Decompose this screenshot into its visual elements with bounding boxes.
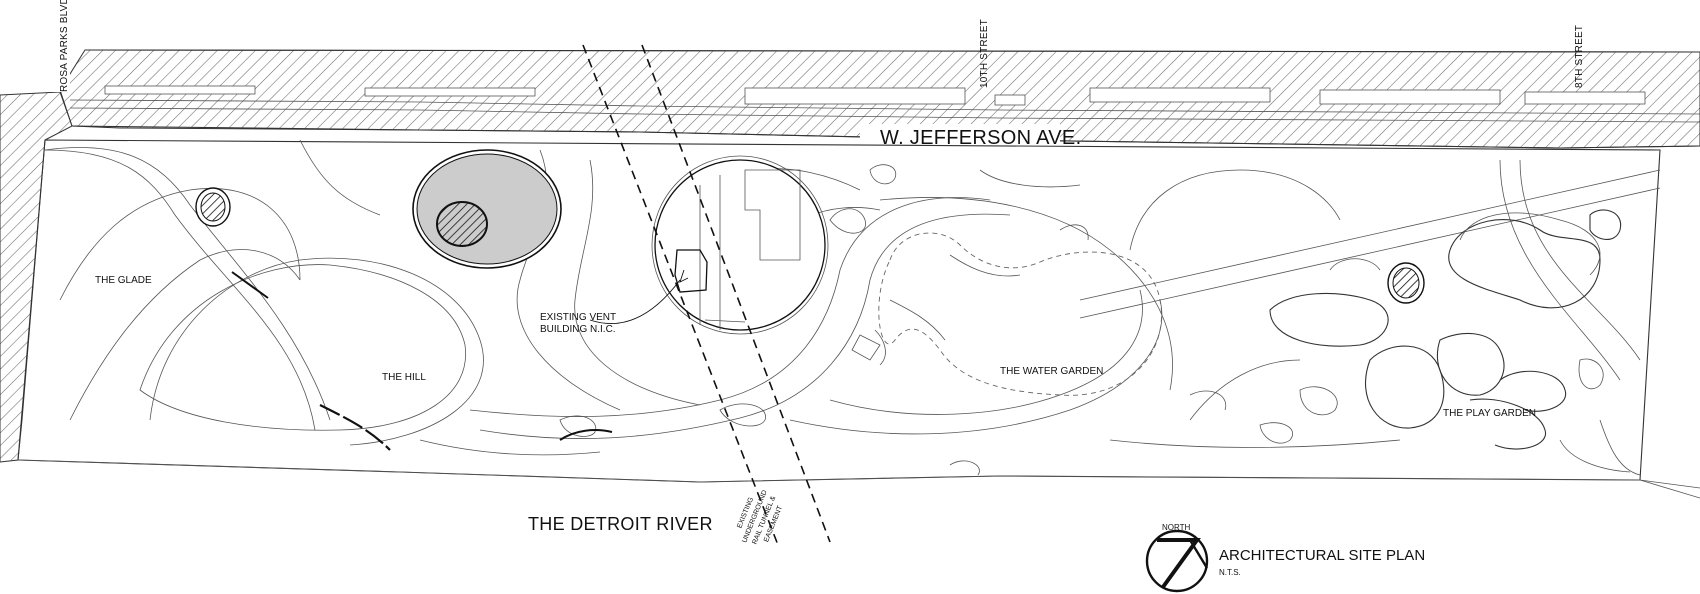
river-label: THE DETROIT RIVER — [528, 514, 713, 534]
jefferson-streetscape-hatch — [59, 49, 1700, 150]
area-label-glade: THE GLADE — [95, 275, 152, 286]
street-label-jefferson: W. JEFFERSON AVE. — [880, 127, 1081, 149]
area-label-water-garden: THE WATER GARDEN — [1000, 366, 1103, 377]
landscape-details — [559, 164, 1293, 476]
area-label-hill: THE HILL — [382, 372, 426, 383]
rail-tunnel-easement — [582, 44, 831, 546]
tunnel-note: EXISTING UNDERGROUND RAIL TUNNEL & EASEM… — [736, 489, 784, 545]
area-label-play-garden: THE PLAY GARDEN — [1443, 408, 1536, 419]
park-boundary — [17, 139, 1700, 499]
vent-note-line1: EXISTING VENT — [540, 312, 616, 323]
drawing-title: ARCHITECTURAL SITE PLAN — [1219, 547, 1425, 564]
pavilion-play-garden — [1387, 262, 1425, 304]
water-garden-outline — [878, 232, 1162, 396]
vent-note-line2: BUILDING N.I.C. — [540, 324, 616, 335]
north-arrow — [1145, 529, 1209, 593]
street-label-8th: 8TH STREET — [1574, 25, 1585, 88]
annotation-leaders — [589, 269, 689, 324]
play-garden-features — [1269, 209, 1622, 450]
pavilion-west — [195, 187, 231, 227]
drawing-scale: N.T.S. — [1219, 568, 1241, 577]
central-plaza — [412, 149, 562, 269]
street-label-rosa-parks: ROSA PARKS BLVD. — [59, 0, 70, 92]
vent-building-circle — [651, 155, 829, 335]
west-edge-hatch — [0, 0, 73, 463]
north-label: NORTH — [1162, 523, 1191, 532]
street-label-10th: 10TH STREET — [979, 19, 990, 88]
path-network — [44, 139, 1661, 476]
retaining-walls — [231, 271, 613, 451]
